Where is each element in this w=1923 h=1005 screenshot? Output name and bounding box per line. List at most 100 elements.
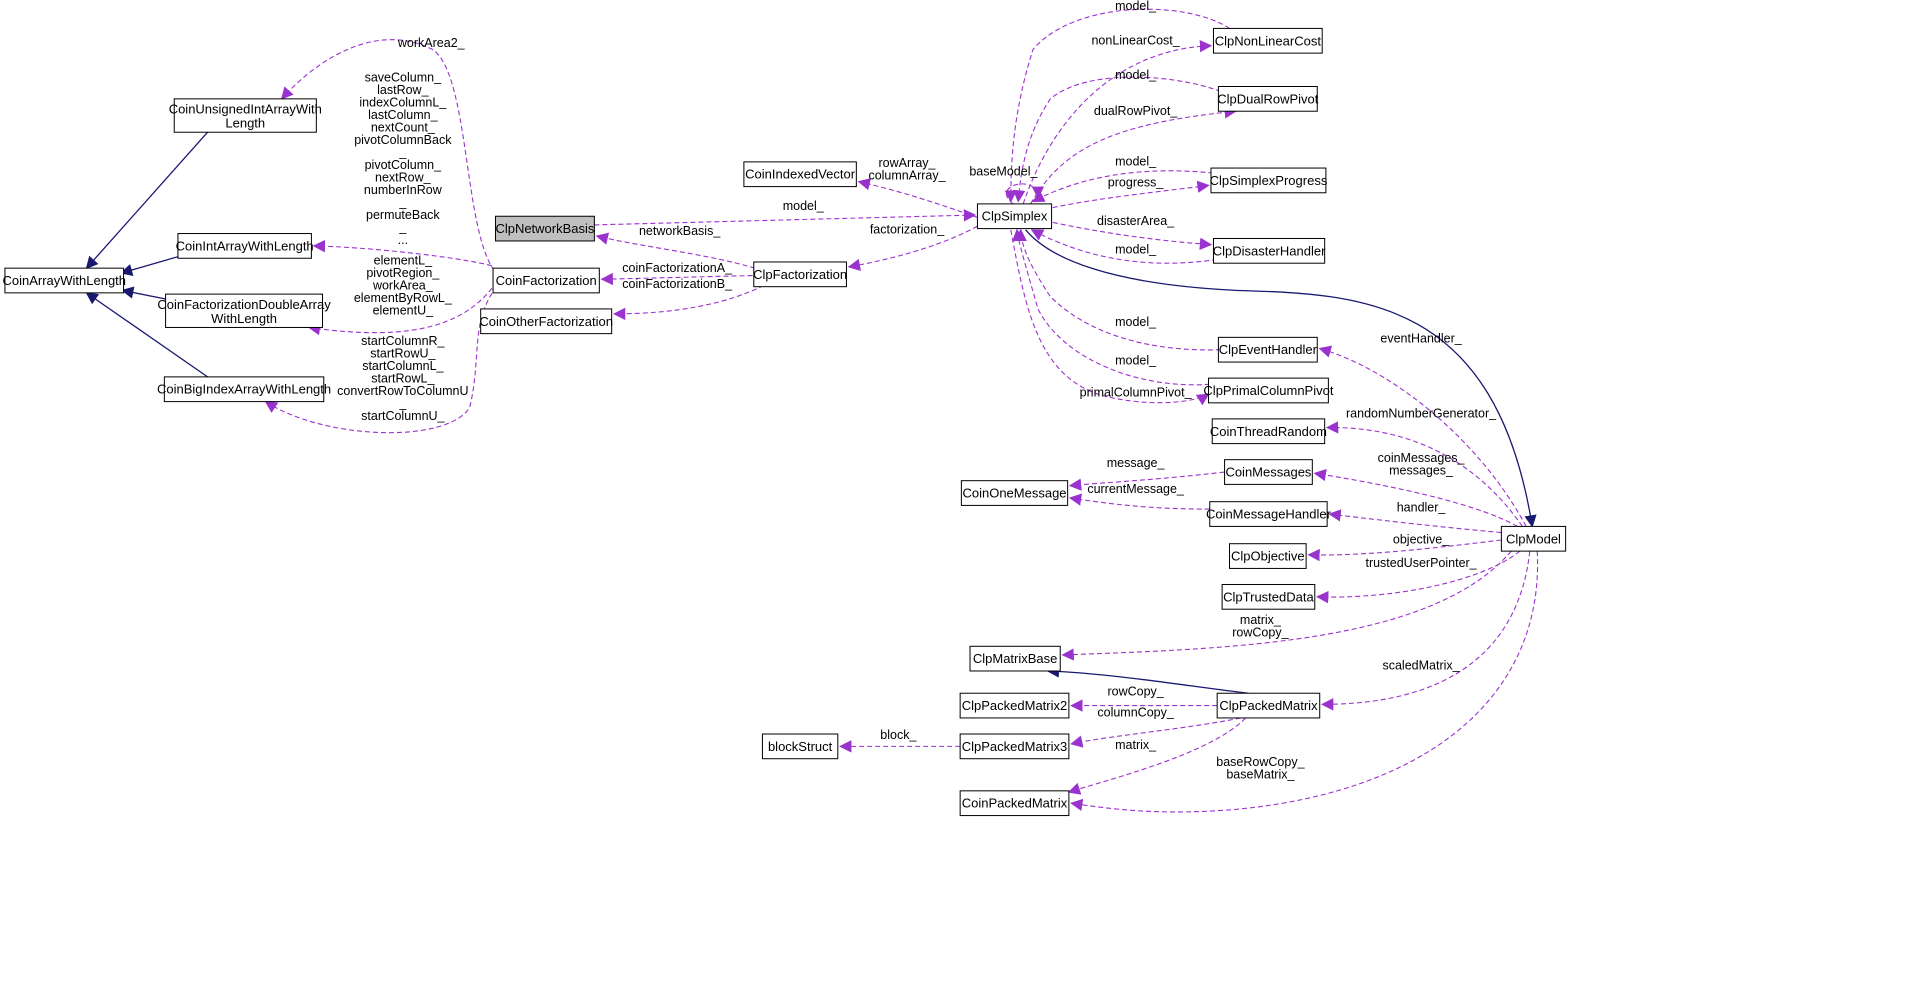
class-node-clp-factorization[interactable]: ClpFactorization — [753, 261, 847, 288]
usage-edge-cf-bigindex-members — [264, 287, 497, 433]
edge-label-line: _ — [398, 146, 407, 160]
inheritance-edge-0 — [85, 132, 207, 270]
class-node-clp-simplex-progress[interactable]: ClpSimplexProgress — [1210, 167, 1328, 194]
class-node-clp-dual-row-pivot[interactable]: ClpDualRowPivot — [1217, 85, 1319, 112]
class-box — [1212, 27, 1323, 54]
class-box — [1500, 525, 1567, 552]
class-node-coin-factorization[interactable]: CoinFactorization — [492, 267, 600, 294]
edge-label-line: lastRow_ — [377, 83, 429, 97]
class-node-clp-packed-matrix3[interactable]: ClpPackedMatrix3 — [959, 733, 1070, 760]
edge-label-line: numberInRow — [364, 183, 443, 197]
usage-edge-column-copy — [1070, 718, 1240, 748]
class-node-coin-array-with-length[interactable]: CoinArrayWithLength — [2, 267, 126, 294]
edge-label-primal-column-pivot: primalColumnPivot_ — [1080, 386, 1193, 400]
usage-edge-trusted-user-pointer — [1316, 551, 1520, 604]
usage-edge-coin-factorization-b — [612, 285, 764, 321]
class-name-line: Length — [225, 116, 265, 131]
class-box — [1229, 543, 1307, 569]
class-node-coin-packed-matrix[interactable]: CoinPackedMatrix — [959, 790, 1070, 817]
class-box — [1217, 85, 1318, 112]
inheritance-edge-38 — [1046, 665, 1248, 693]
edge-label-coin-factorization-a: coinFactorizationA_ — [622, 261, 733, 275]
class-box — [1217, 336, 1318, 363]
class-node-coin-message-handler[interactable]: CoinMessageHandler — [1206, 501, 1332, 527]
usage-edge-matrix-row-copy — [1061, 551, 1512, 661]
edge-label-line: pivotColumn_ — [365, 158, 442, 172]
class-node-clp-simplex[interactable]: ClpSimplex — [976, 203, 1053, 230]
edge-label-model-primal: model_ — [1115, 354, 1157, 368]
edge-label-line: coinMessages_ — [1378, 451, 1466, 465]
edge-label-line: rowCopy_ — [1232, 626, 1289, 640]
class-node-coin-thread-random[interactable]: CoinThreadRandom — [1210, 418, 1327, 445]
class-box — [177, 233, 312, 259]
edge-label-line: baseRowCopy_ — [1216, 755, 1305, 769]
edge-label-line: _ — [398, 196, 407, 210]
class-node-coin-one-message[interactable]: CoinOneMessage — [960, 480, 1069, 506]
usage-edge-model-event — [1014, 228, 1221, 350]
class-name: ClpPackedMatrix — [1219, 698, 1318, 713]
class-node-clp-primal-column-pivot[interactable]: ClpPrimalColumnPivot — [1203, 377, 1334, 404]
edge-label-block: block_ — [880, 728, 917, 742]
edge-label-line: elementU_ — [373, 303, 434, 317]
class-name: ClpEventHandler — [1219, 342, 1318, 357]
edge-label-line: saveColumn_ — [365, 71, 442, 85]
class-node-block-struct[interactable]: blockStruct — [761, 733, 839, 760]
class-box — [173, 98, 317, 133]
class-node-coin-other-factorization[interactable]: CoinOtherFactorization — [479, 308, 613, 335]
edge-label-line: permuteBack — [366, 208, 440, 222]
edge-label-factorization: factorization_ — [870, 223, 945, 237]
class-box — [165, 293, 324, 328]
class-node-coin-messages[interactable]: CoinMessages — [1224, 459, 1313, 485]
class-name: ClpNetworkBasis — [495, 221, 594, 236]
usage-edge-event-handler — [1318, 345, 1526, 526]
edge-label-objective: objective_ — [1393, 533, 1450, 547]
class-node-clp-matrix-base[interactable]: ClpMatrixBase — [969, 645, 1061, 672]
usage-edge-model-disaster — [1030, 230, 1217, 263]
class-name: ClpSimplexProgress — [1210, 173, 1328, 188]
edge-label-line: _ — [398, 396, 407, 410]
class-name: CoinPackedMatrix — [962, 796, 1068, 811]
class-box — [761, 733, 839, 760]
class-node-coin-indexed-vector[interactable]: CoinIndexedVector — [743, 161, 857, 188]
edge-label-model-progress: model_ — [1115, 155, 1157, 169]
class-node-clp-disaster-handler[interactable]: ClpDisasterHandler — [1213, 237, 1326, 264]
class-box — [753, 261, 847, 288]
class-node-clp-packed-matrix2[interactable]: ClpPackedMatrix2 — [959, 692, 1070, 719]
class-node-coin-int-array-with-length[interactable]: CoinIntArrayWithLength — [176, 233, 314, 259]
class-node-clp-event-handler[interactable]: ClpEventHandler — [1217, 336, 1318, 363]
edge-label-line: _ — [398, 221, 407, 235]
edge-label-cf-int-members: saveColumn_lastRow_indexColumnL_lastColu… — [354, 71, 452, 248]
class-name: ClpPrimalColumnPivot — [1203, 383, 1333, 398]
inheritance-edge-1 — [119, 255, 185, 276]
usage-edge-random-number-generator — [1325, 421, 1522, 527]
edge-label-column-copy: columnCopy_ — [1097, 706, 1174, 720]
edge-label-line: elementL_ — [374, 253, 433, 267]
class-box — [1224, 459, 1313, 485]
class-box — [492, 267, 600, 294]
class-node-clp-model[interactable]: ClpModel — [1500, 525, 1567, 552]
edge-label-row-copy: rowCopy_ — [1107, 685, 1164, 699]
class-node-clp-trusted-data[interactable]: ClpTrustedData — [1221, 583, 1316, 610]
edge-label-line: elementByRowL_ — [354, 291, 453, 305]
class-node-clp-network-basis[interactable]: ClpNetworkBasis — [495, 215, 595, 242]
class-node-clp-non-linear-cost[interactable]: ClpNonLinearCost — [1212, 27, 1323, 54]
usage-edge-coin-factorization-a — [600, 272, 753, 286]
usage-edge-progress — [1053, 180, 1210, 207]
usage-edge-base-row-copy — [1070, 551, 1537, 812]
class-name: CoinIntArrayWithLength — [176, 238, 314, 253]
class-box — [1221, 583, 1316, 610]
usage-edge-current-message — [1068, 493, 1210, 509]
edge-label-line: lastColumn_ — [368, 108, 439, 122]
edge-label-line: columnArray_ — [868, 168, 946, 182]
class-node-clp-packed-matrix[interactable]: ClpPackedMatrix — [1216, 692, 1321, 719]
usage-edge-objective — [1307, 540, 1502, 562]
class-node-coin-big-index-array-with-length[interactable]: CoinBigIndexArrayWithLength — [157, 376, 331, 403]
edge-label-line: nextRow_ — [375, 171, 432, 185]
edge-label-cf-double-members: elementL_pivotRegion_workArea_elementByR… — [354, 253, 453, 317]
usage-edge-primal-column-pivot — [1011, 230, 1210, 406]
class-node-clp-objective[interactable]: ClpObjective — [1229, 543, 1307, 569]
class-box — [1210, 167, 1327, 194]
